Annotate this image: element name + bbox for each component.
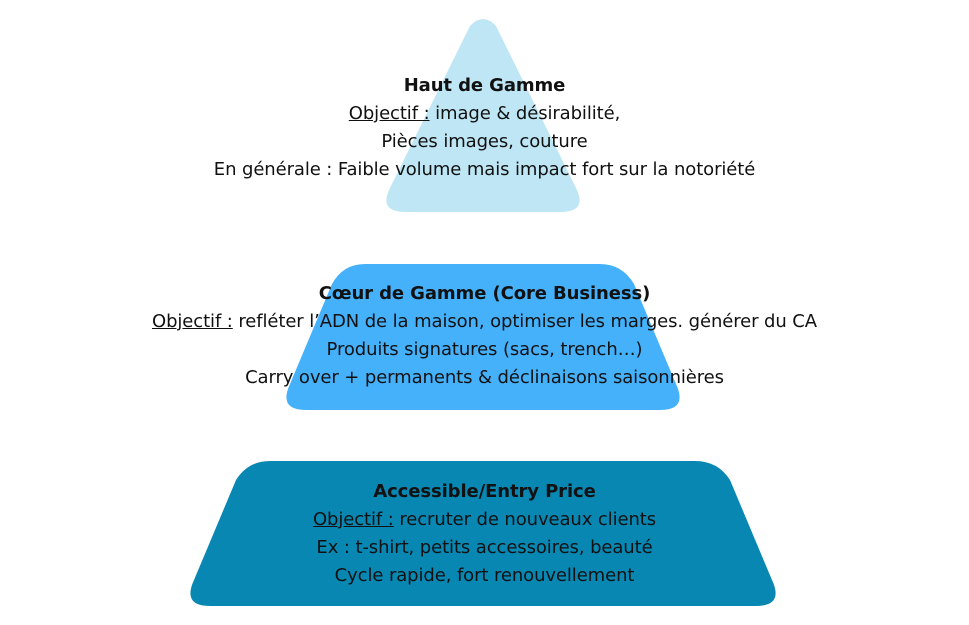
tier-top-line-1: Pièces images, couture xyxy=(381,131,588,152)
tier-middle-title: Cœur de Gamme (Core Business) xyxy=(318,283,651,304)
tier-bottom-objective: Objectif : recruter de nouveaux clients xyxy=(0,506,969,534)
tier-top-objective-label: Objectif : xyxy=(348,103,430,124)
tier-bottom-line-2: Cycle rapide, fort renouvellement xyxy=(334,565,635,586)
tier-middle-line-2: Carry over + permanents & déclinaisons s… xyxy=(245,367,724,388)
tier-middle-objective: Objectif : refléter l’ADN de la maison, … xyxy=(0,308,969,336)
tier-top-objective-text: image & désirabilité, xyxy=(429,103,621,124)
tier-bottom-objective-text: recruter de nouveaux clients xyxy=(393,509,657,530)
tier-middle-objective-text: refléter l’ADN de la maison, optimiser l… xyxy=(232,311,817,332)
tier-top-shape xyxy=(386,19,580,212)
tier-top-label: Haut de Gamme Objectif : image & désirab… xyxy=(0,72,969,184)
tier-middle-line-1: Produits signatures (sacs, trench…) xyxy=(326,339,643,360)
tier-middle-label: Cœur de Gamme (Core Business) Objectif :… xyxy=(0,280,969,392)
tier-bottom-objective-label: Objectif : xyxy=(312,509,394,530)
tier-middle-shape xyxy=(286,264,680,410)
tier-bottom-label: Accessible/Entry Price Objectif : recrut… xyxy=(0,478,969,590)
tier-middle-objective-label: Objectif : xyxy=(152,311,233,332)
tier-top-line-2: En générale : Faible volume mais impact … xyxy=(213,159,756,180)
tier-bottom-line-1: Ex : t-shirt, petits accessoires, beauté xyxy=(316,537,653,558)
tier-bottom-shape xyxy=(190,461,776,606)
tier-top-title: Haut de Gamme xyxy=(403,75,566,96)
tier-bottom-title: Accessible/Entry Price xyxy=(373,481,596,502)
tier-top-objective: Objectif : image & désirabilité, xyxy=(0,100,969,128)
